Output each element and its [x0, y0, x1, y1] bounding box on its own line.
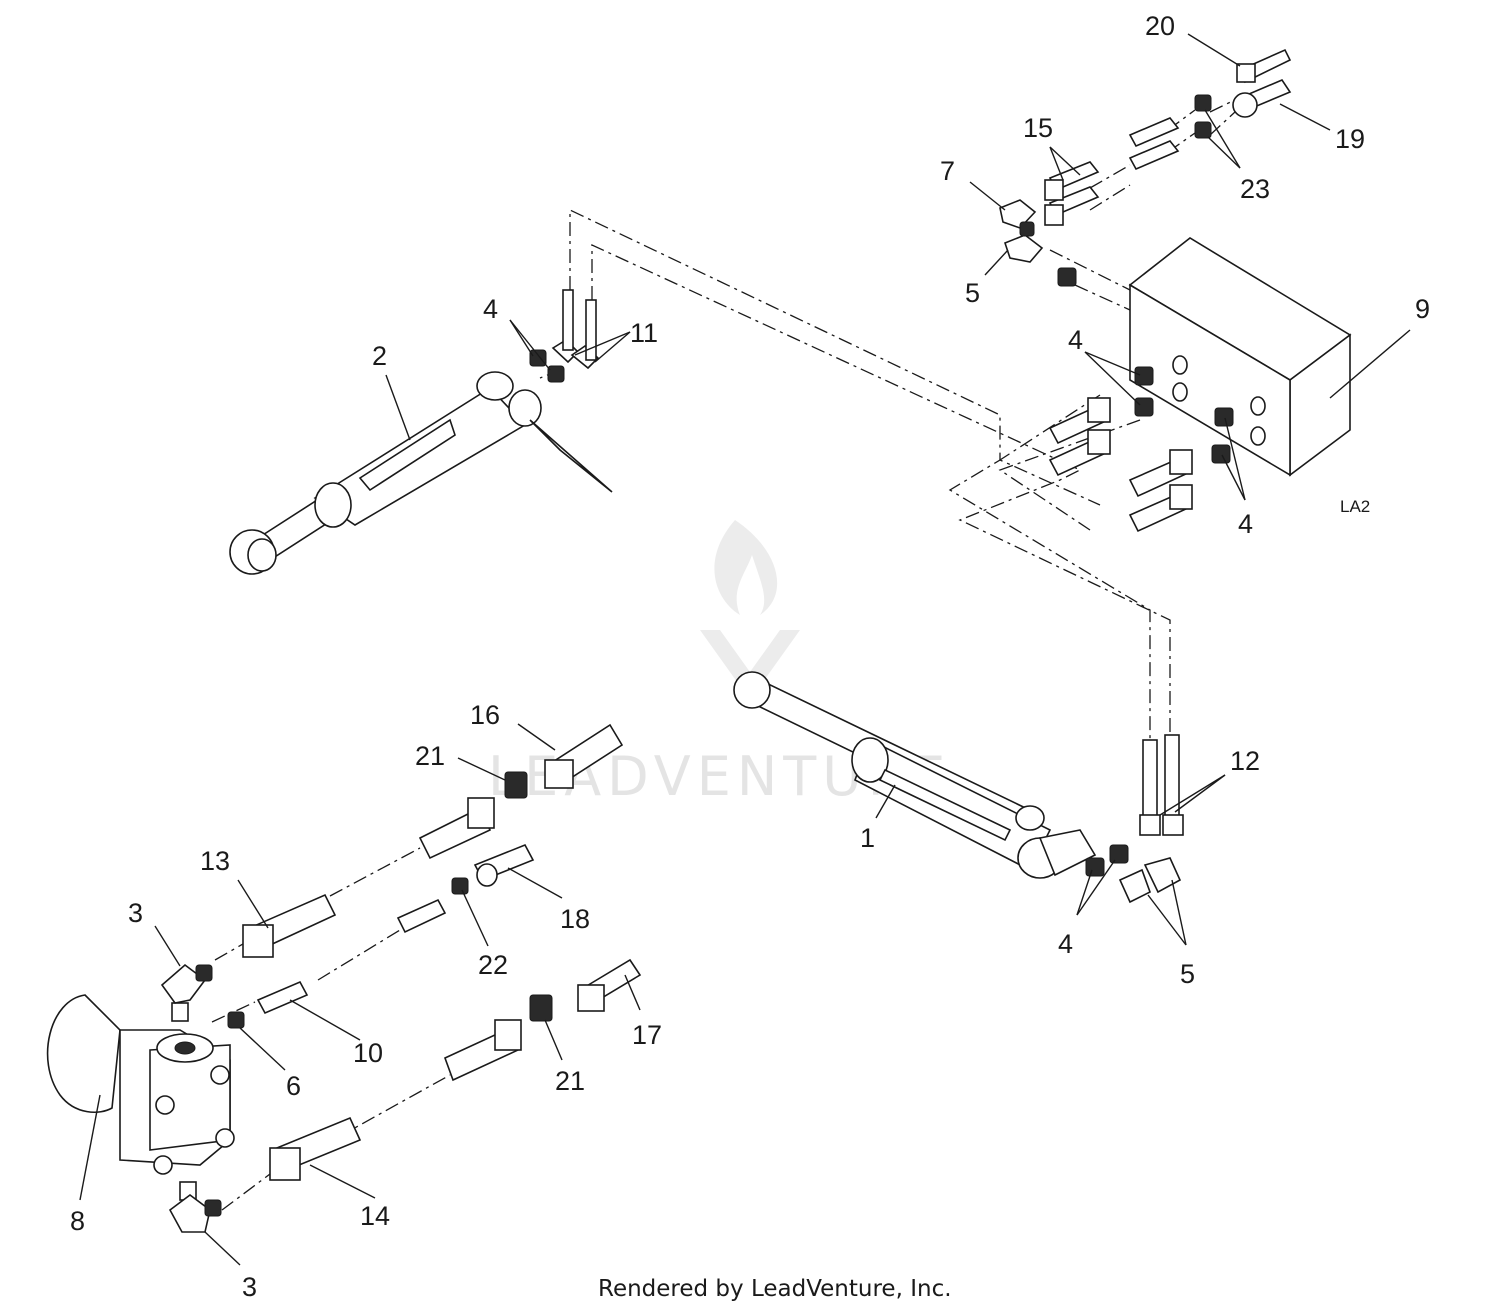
callout-18: 18 [560, 904, 590, 934]
callout-12: 12 [1230, 746, 1260, 776]
cylinder-upper [229, 371, 613, 575]
callout-4-upper: 4 [483, 294, 498, 324]
pump [46, 994, 235, 1201]
valve-block [1128, 237, 1352, 477]
callout-15: 15 [1023, 113, 1053, 143]
callout-1: 1 [860, 823, 875, 853]
callout-19: 19 [1335, 124, 1365, 154]
callout-10: 10 [353, 1038, 383, 1068]
callout-5-lower: 5 [1180, 959, 1195, 989]
callout-9: 9 [1415, 294, 1430, 324]
callout-5-top: 5 [965, 278, 980, 308]
cylinder-lower [733, 671, 1097, 879]
callout-4-lower: 4 [1058, 929, 1073, 959]
callout-16: 16 [470, 700, 500, 730]
callout-23: 23 [1240, 174, 1270, 204]
callout-13: 13 [200, 846, 230, 876]
leader-lines [79, 33, 1411, 1266]
callout-21-lower: 21 [555, 1066, 585, 1096]
callout-3-lower: 3 [242, 1272, 257, 1302]
callout-20: 20 [1145, 11, 1175, 41]
figure-code: LA2 [1340, 497, 1370, 516]
footer-credit: Rendered by LeadVenture, Inc. [598, 1276, 952, 1302]
callout-21-upper: 21 [415, 741, 445, 771]
callout-14: 14 [360, 1201, 390, 1231]
callout-4-block: 4 [1068, 325, 1083, 355]
elbow-fittings [160, 199, 1182, 1233]
callout-2: 2 [372, 341, 387, 371]
callout-22: 22 [478, 950, 508, 980]
callout-8: 8 [70, 1206, 85, 1236]
callout-17: 17 [632, 1020, 662, 1050]
adapter-fittings [195, 94, 1234, 1217]
callout-11: 11 [630, 318, 658, 348]
callout-7: 7 [940, 156, 955, 186]
callout-6: 6 [286, 1071, 301, 1101]
callout-4-block-lower: 4 [1238, 509, 1253, 539]
callout-3-upper: 3 [128, 898, 143, 928]
callout-labels: 20 15 19 7 23 5 9 4 11 2 4 4 16 21 12 1 … [70, 11, 1430, 1302]
hose-ends [242, 48, 1292, 1181]
